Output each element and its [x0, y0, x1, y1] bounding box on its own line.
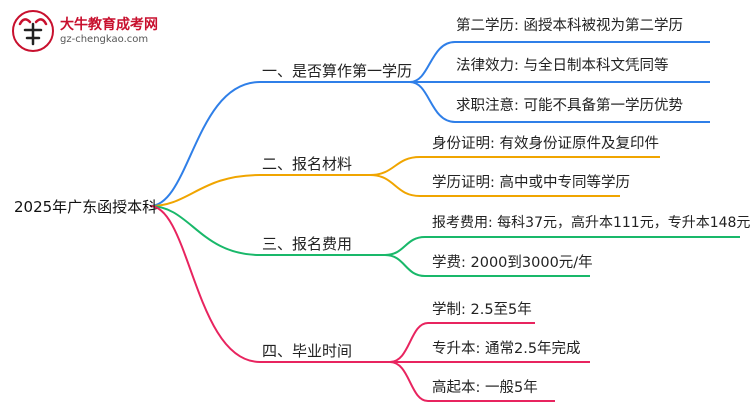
branch-connector-2 [149, 205, 740, 277]
leaf-1-0: 身份证明: 有效身份证原件及复印件 [432, 136, 659, 152]
leaf-3-2: 高起本: 一般5年 [432, 380, 538, 396]
branch-label-3: 四、毕业时间 [262, 342, 353, 360]
watermark-url: gz-chengkao.com [60, 34, 149, 45]
branch-label-2: 三、报名费用 [262, 235, 353, 253]
leaf-2-0: 报考费用: 每科37元，高升本111元，专升本148元 [432, 215, 750, 231]
leaf-0-1: 法律效力: 与全日制本科文凭同等 [456, 58, 669, 74]
branch-connector-1 [149, 156, 660, 207]
leaf-3-0: 学制: 2.5至5年 [432, 302, 532, 318]
branch-connector-0 [149, 41, 710, 207]
leaf-0-0: 第二学历: 函授本科被视为第二学历 [456, 18, 683, 34]
watermark-logo: 大牛教育成考网 gz-chengkao.com [10, 8, 180, 54]
leaf-1-1: 学历证明: 高中或中专同等学历 [432, 175, 630, 191]
leaf-2-1: 学费: 2000到3000元/年 [432, 255, 593, 271]
leaf-0-2: 求职注意: 可能不具备第一学历优势 [456, 98, 683, 114]
watermark-name: 大牛教育成考网 [60, 17, 158, 33]
branch-connector-3 [149, 205, 590, 402]
leaf-3-1: 专升本: 通常2.5年完成 [432, 341, 581, 357]
branch-label-1: 二、报名材料 [262, 155, 353, 173]
branch-label-0: 一、是否算作第一学历 [262, 62, 413, 80]
ox-head-icon [12, 10, 54, 52]
root-topic: 2025年广东函授本科 [14, 198, 158, 216]
